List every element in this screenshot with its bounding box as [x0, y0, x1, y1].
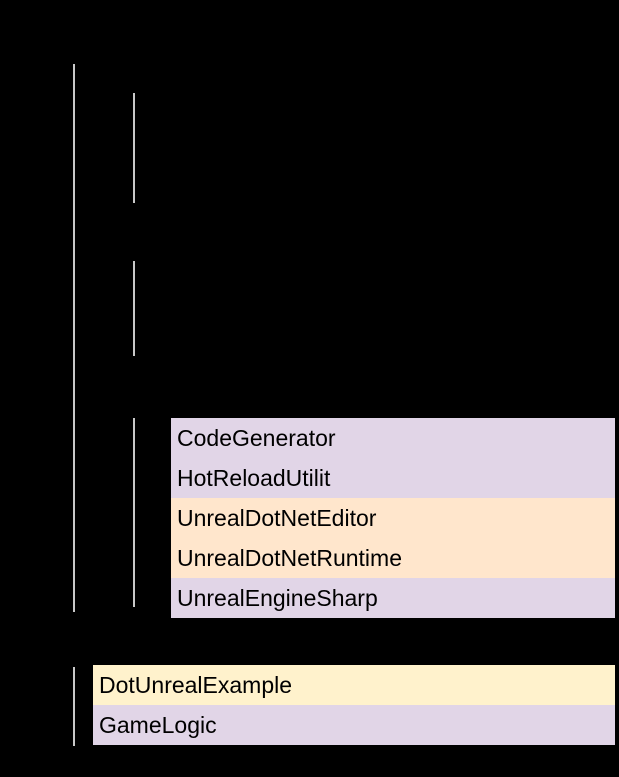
project-node[interactable]: DotUnrealExample [93, 665, 615, 705]
trunk-left-line [73, 64, 75, 612]
project-node-label: HotReloadUtilit [177, 464, 331, 491]
branch-middle-line [133, 261, 135, 356]
project-node[interactable]: GameLogic [93, 705, 615, 745]
project-node-label: UnrealDotNetEditor [177, 504, 377, 531]
project-node[interactable]: HotReloadUtilit [171, 458, 615, 498]
project-node-label: GameLogic [99, 711, 217, 738]
project-node-label: UnrealDotNetRuntime [177, 544, 402, 571]
project-node[interactable]: CodeGenerator [171, 418, 615, 458]
project-node-label: CodeGenerator [177, 424, 336, 451]
project-node[interactable]: UnrealDotNetEditor [171, 498, 615, 538]
branch-upper-line [133, 93, 135, 203]
project-node-label: UnrealEngineSharp [177, 584, 378, 611]
branch-lower-line [133, 418, 135, 607]
project-node-label: DotUnrealExample [99, 671, 293, 698]
trunk-bottom-line [73, 667, 75, 746]
project-node[interactable]: UnrealEngineSharp [171, 578, 615, 618]
project-node[interactable]: UnrealDotNetRuntime [171, 538, 615, 578]
